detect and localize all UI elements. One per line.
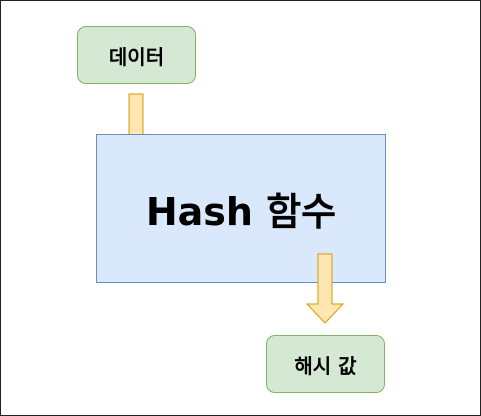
data-node: 데이터 <box>77 26 196 84</box>
arrow-hash-to-result <box>305 253 345 324</box>
arrow-hash-to-result-shape <box>305 253 345 324</box>
hash-function-label: Hash 함수 <box>145 190 337 234</box>
hash-value-node: 해시 값 <box>266 335 385 393</box>
hash-function-node: Hash 함수 <box>96 134 386 283</box>
data-node-label: 데이터 <box>108 44 165 69</box>
hash-value-label: 해시 값 <box>294 353 357 378</box>
